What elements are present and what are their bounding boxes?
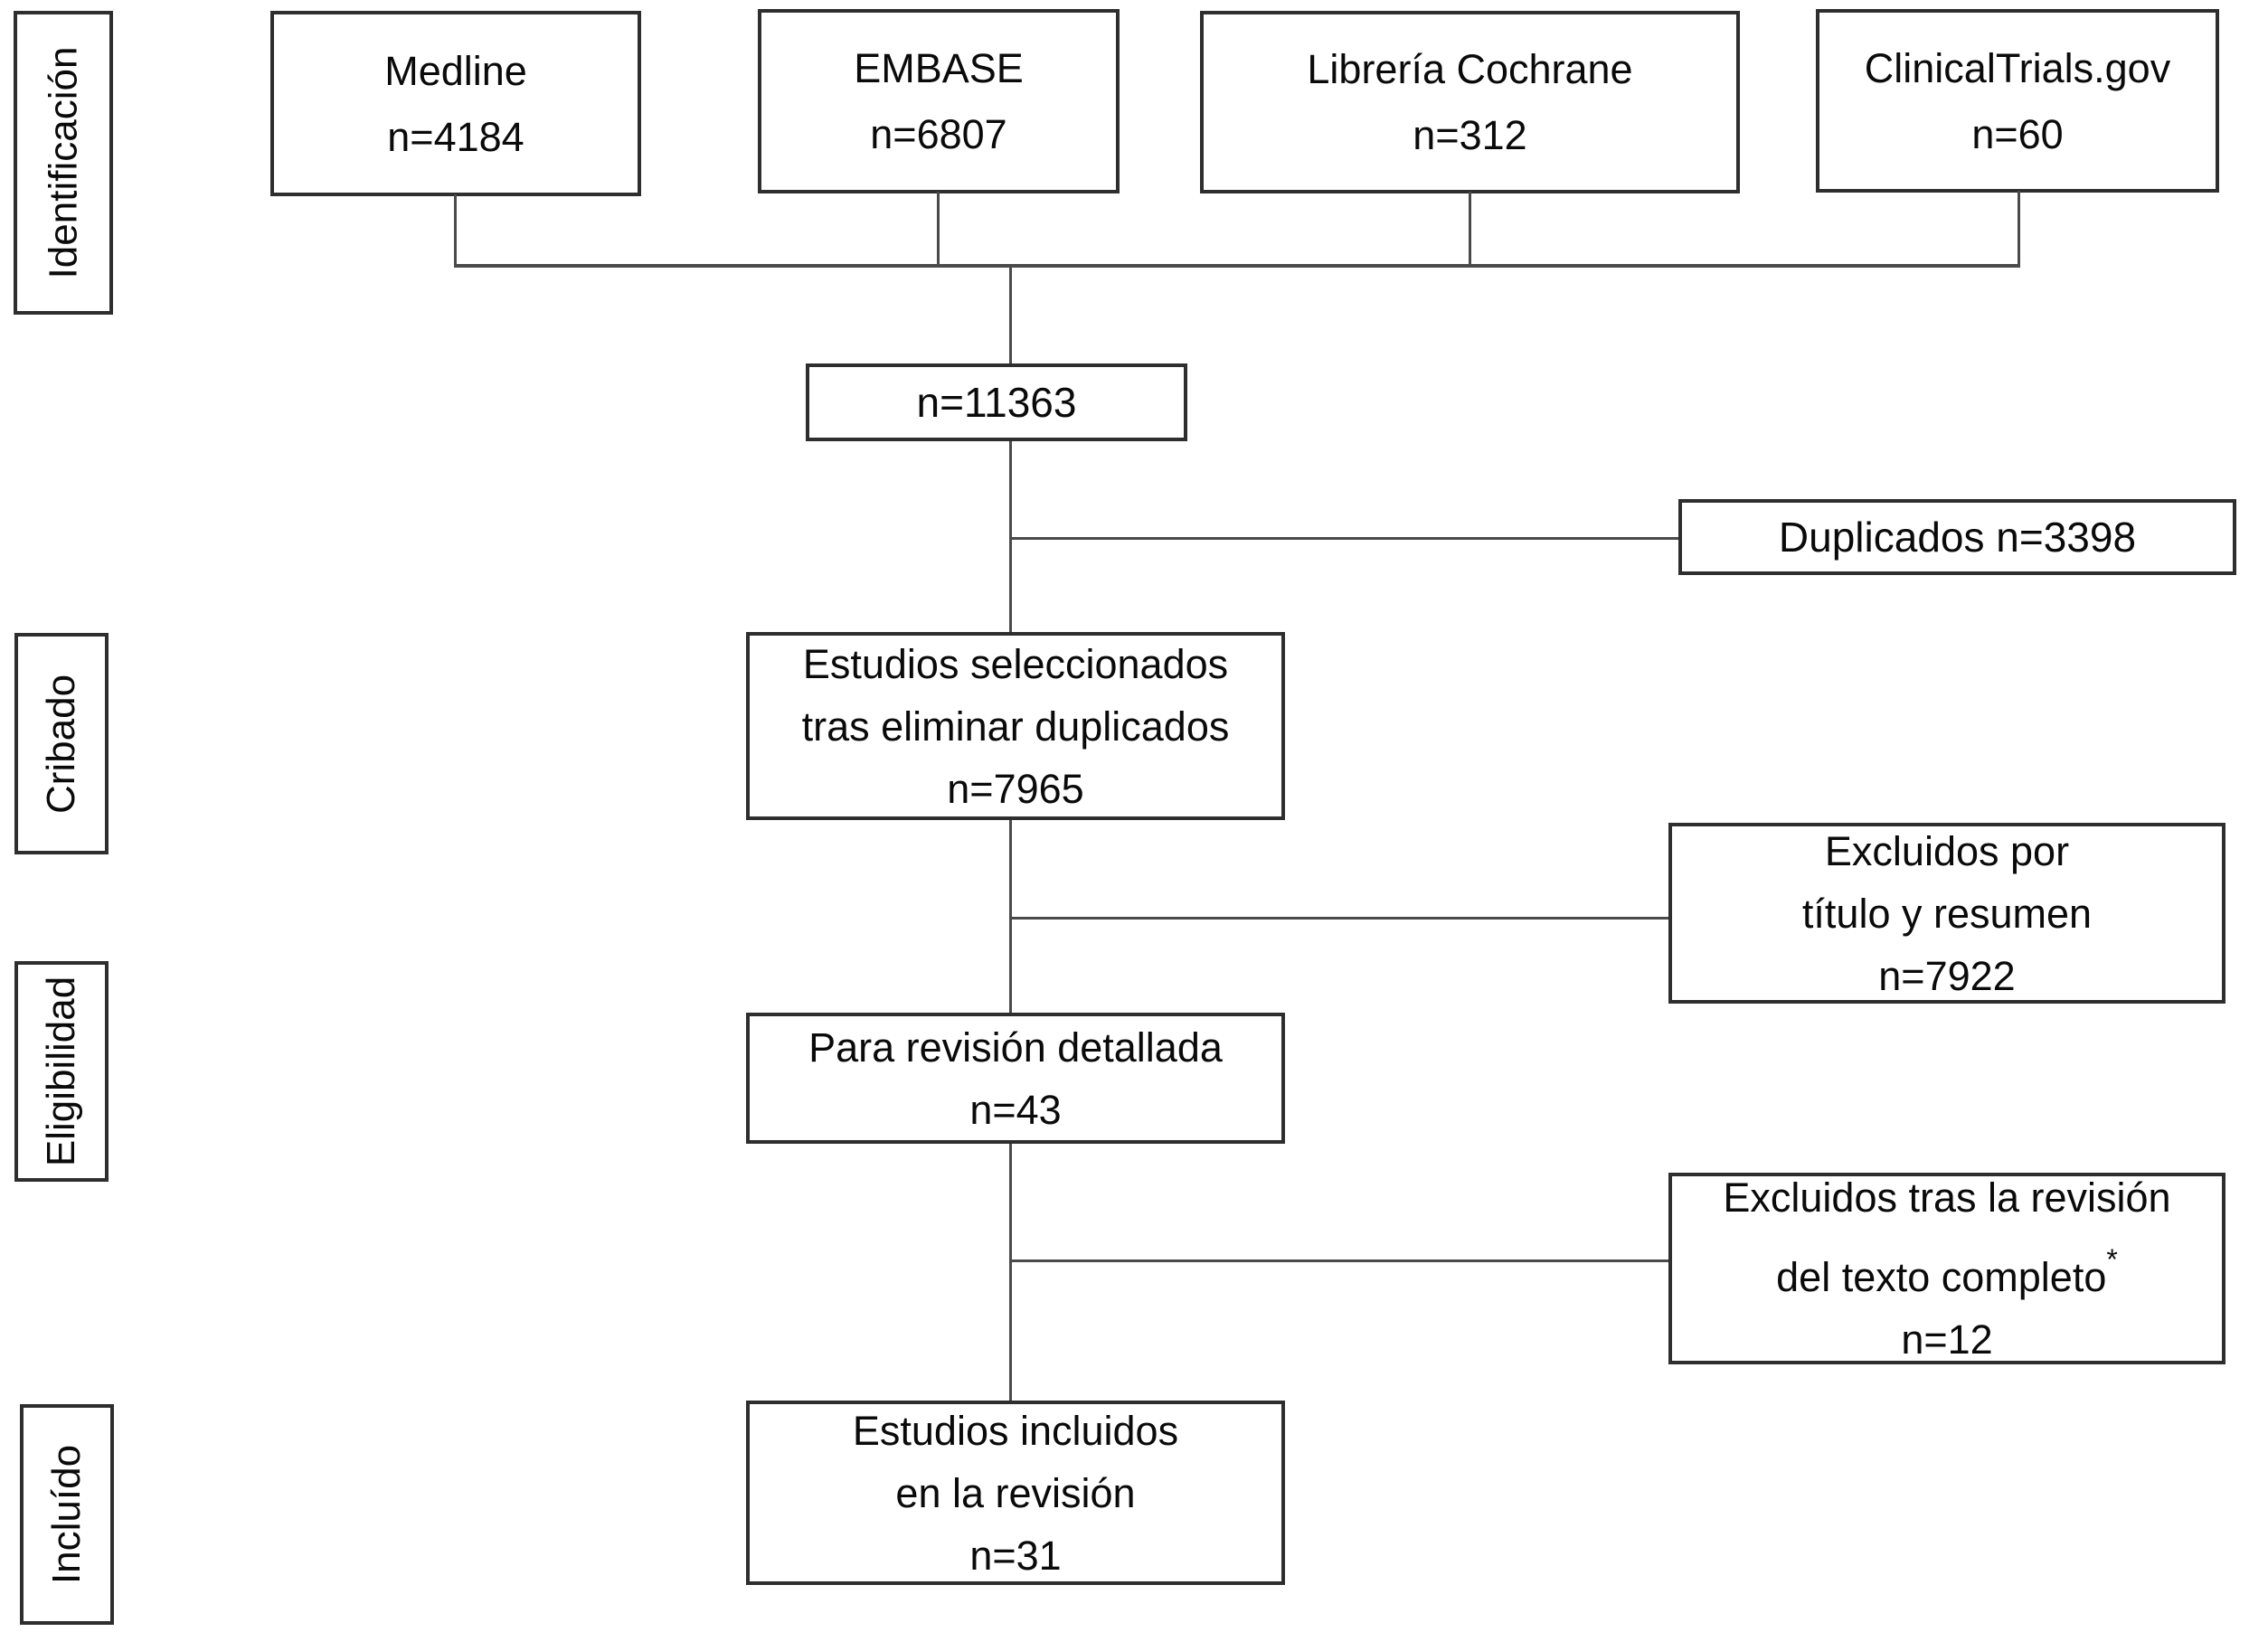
included-count: n=31 [969,1532,1062,1579]
excluded-fulltext-box: Excluidos tras la revisión del texto com… [1668,1173,2225,1364]
excluded-fulltext-text-line2: del texto completo* [1776,1229,2118,1308]
connector-branch-excluded-title [1012,917,1668,920]
included-box: Estudios incluidos en la revisión n=31 [746,1401,1285,1585]
detailed-review-count: n=43 [969,1086,1062,1133]
connector-stub-clinicaltrials [2018,191,2020,267]
source-name: ClinicalTrials.gov [1864,44,2171,91]
detailed-review-box: Para revisión detallada n=43 [746,1013,1285,1144]
excluded-title-abstract-box: Excluidos por título y resumen n=7922 [1668,823,2225,1004]
source-box-medline: Medline n=4184 [270,11,641,196]
footnote-asterisk: * [2106,1243,2118,1276]
source-count: n=312 [1413,112,1527,158]
connector-stub-embase [937,192,940,267]
source-name: Librería Cochrane [1307,46,1633,92]
stage-label-text: Eligibilidad [39,976,84,1167]
detailed-review-text: Para revisión detallada [808,1024,1223,1071]
source-count: n=60 [1971,110,2064,157]
source-box-cochrane: Librería Cochrane n=312 [1200,11,1740,193]
duplicates-box: Duplicados n=3398 [1678,499,2236,575]
duplicates-label: Duplicados n=3398 [1778,514,2137,561]
stage-label-identificacion: Identificación [14,11,113,315]
source-box-clinicaltrials: ClinicalTrials.gov n=60 [1816,9,2219,193]
connector-stub-cochrane [1469,192,1471,267]
connector-horizontal-top [454,264,2020,268]
stage-label-text: Incluído [44,1444,90,1585]
connector-vertical-main-2 [1009,439,1012,634]
connector-vertical-main-4 [1009,1142,1012,1402]
excluded-title-text-line2: título y resumen [1801,890,2093,937]
source-name: Medline [384,47,527,94]
stage-label-text: Identificación [41,46,86,279]
excluded-title-count: n=7922 [1878,952,2016,999]
connector-vertical-main-3 [1009,818,1012,1014]
total-records-count: n=11363 [916,379,1077,426]
stage-label-text: Cribado [39,674,83,814]
stage-label-eligibilidad: Eligibilidad [14,961,109,1182]
included-text-line2: en la revisión [895,1469,1136,1516]
excluded-fulltext-text-line1: Excluidos tras la revisión [1723,1174,2171,1221]
connector-vertical-main-1 [1009,266,1012,365]
included-text-line1: Estudios incluidos [852,1407,1179,1454]
source-box-embase: EMBASE n=6807 [758,9,1120,193]
connector-branch-duplicates [1012,537,1678,540]
source-count: n=4184 [387,113,524,160]
screened-text-line2: tras eliminar duplicados [801,703,1230,750]
total-records-box: n=11363 [806,363,1187,441]
screened-text-line1: Estudios seleccionados [802,640,1229,687]
stage-label-cribado: Cribado [14,633,109,854]
screened-box: Estudios seleccionados tras eliminar dup… [746,632,1285,820]
screened-count: n=7965 [947,765,1084,812]
excluded-title-text-line1: Excluidos por [1824,827,2070,874]
excluded-fulltext-text-line2-text: del texto completo [1776,1254,2107,1300]
connector-branch-excluded-fulltext [1012,1259,1668,1262]
source-name: EMBASE [854,45,1024,91]
source-count: n=6807 [870,111,1007,157]
excluded-fulltext-count: n=12 [1901,1316,1993,1363]
stage-label-incluido: Incluído [20,1404,114,1625]
connector-stub-medline [454,194,457,267]
